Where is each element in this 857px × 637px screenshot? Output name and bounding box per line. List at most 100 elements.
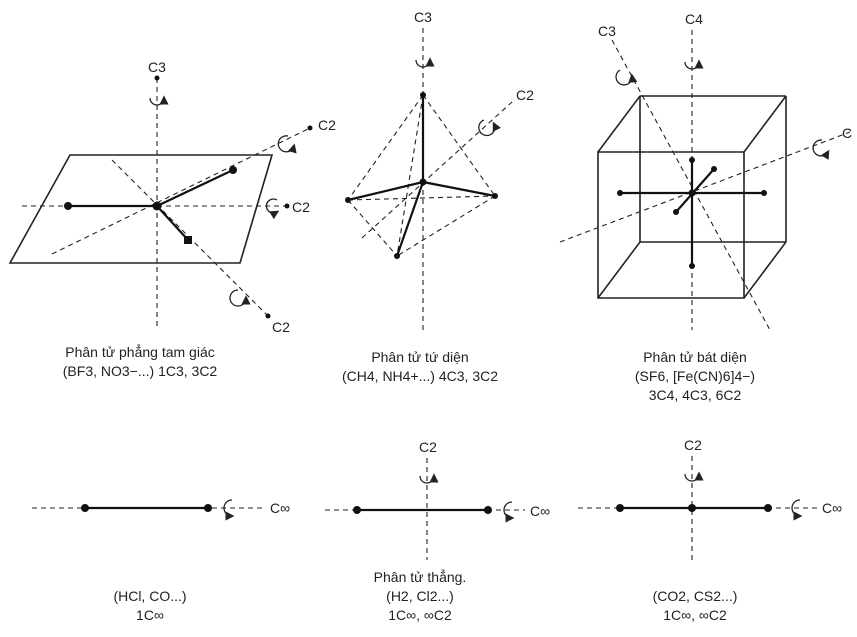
axis-label-c4: C4 (685, 11, 703, 27)
caption-linear-homo: Phân tử thẳng. (H2, Cl2...) 1C∞, ∞C2 (340, 568, 500, 625)
axis-label-c3: C3 (148, 59, 166, 75)
caption-formula: (BF3, NO3−...) 1C3, 3C2 (62, 363, 218, 379)
caption-formula: (CO2, CS2...) (652, 588, 738, 604)
central-atom (688, 504, 696, 512)
rotation-arrow-icon (478, 119, 501, 137)
atom (761, 190, 767, 196)
caption-symmetry: 1C∞, ∞C2 (663, 607, 727, 623)
tetra-edge (422, 94, 496, 197)
atom (673, 209, 679, 215)
caption-title: Phân tử thẳng. (373, 569, 467, 585)
cube-edge (597, 95, 641, 153)
trigonal-planar-molecule: C3 C2 C2 C2 (8, 59, 336, 335)
axis-end-dot (265, 313, 271, 319)
linear-hetero-molecule: C∞ (32, 499, 290, 521)
axis-label-c2: C2 (292, 199, 310, 215)
rotation-arrow-icon (265, 198, 280, 220)
axis-label-c3: C3 (414, 9, 432, 25)
rotation-arrow-icon (791, 499, 803, 521)
atom (345, 197, 351, 203)
cube-hidden-edge (597, 241, 641, 299)
atom (492, 193, 498, 199)
c2-axis (559, 131, 851, 243)
atom (81, 504, 89, 512)
atom (689, 263, 695, 269)
bond (156, 169, 234, 207)
atom (764, 504, 772, 512)
bond (156, 205, 189, 241)
axis-label-c2: C2 (318, 117, 336, 133)
rotation-arrow-icon (277, 135, 297, 154)
axis-label-c2: C2 (516, 87, 534, 103)
atom (64, 202, 72, 210)
tetrahedral-molecule: C3 C2 (345, 9, 534, 330)
axis-label-c: C (842, 125, 852, 141)
rotation-arrow-icon (812, 139, 830, 160)
rotation-arrow-icon (684, 59, 704, 70)
caption-octahedral: Phân tử bát diện (SF6, [Fe(CN)6]4−) 3C4,… (600, 348, 790, 405)
axis-label-cinf: C∞ (530, 503, 550, 519)
cube-edge (743, 241, 787, 299)
cube-front-face (597, 151, 745, 299)
atom (353, 506, 361, 514)
c2-axis (361, 101, 513, 239)
rotation-arrow-icon (229, 289, 251, 307)
tetra-edge (347, 199, 398, 257)
axis-label-c3: C3 (598, 23, 616, 39)
caption-formula: (SF6, [Fe(CN)6]4−) (634, 368, 756, 384)
octahedral-molecule: C4 C3 C (559, 11, 852, 331)
atom (711, 166, 717, 172)
caption-title: Phân tử tứ diện (371, 349, 469, 365)
caption-symmetry: 1C∞ (136, 607, 164, 623)
atom (204, 504, 212, 512)
bond (347, 180, 424, 202)
rotation-arrow-icon (615, 69, 638, 86)
axis-label-c2: C2 (272, 319, 290, 335)
caption-title: Phân tử phẳng tam giác (65, 344, 215, 360)
linear-homo-molecule: C2 C∞ (325, 439, 550, 560)
central-atom (688, 189, 696, 197)
central-atom (419, 178, 427, 186)
caption-formula: (HCl, CO...) (113, 588, 187, 604)
atom (484, 506, 492, 514)
atom (184, 236, 192, 244)
axis-label-c2: C2 (684, 437, 702, 453)
atom (616, 504, 624, 512)
caption-linear-hetero: (HCl, CO...) 1C∞ (80, 587, 220, 625)
bond (395, 181, 425, 257)
tetra-edge (347, 195, 496, 201)
atom (229, 166, 237, 174)
axis-end-dot (284, 203, 290, 209)
bond (675, 168, 715, 213)
tetra-edge (396, 195, 496, 257)
c2-axis-upper (51, 127, 311, 255)
axis-label-cinf: C∞ (822, 500, 842, 516)
atom (617, 190, 623, 196)
tetra-edge (396, 94, 424, 257)
central-atom (152, 201, 162, 211)
linear-triatomic-molecule: C2 C∞ (578, 437, 842, 560)
cube-edge (743, 95, 787, 153)
rotation-arrow-icon (223, 499, 235, 521)
rotation-arrow-icon (149, 95, 169, 106)
tetra-edge (347, 94, 424, 201)
rotation-arrow-icon (419, 473, 439, 484)
axis-label-c2: C2 (419, 439, 437, 455)
bond (422, 180, 496, 198)
caption-tetrahedral: Phân tử tứ diện (CH4, NH4+...) 4C3, 3C2 (320, 348, 520, 386)
axis-end-dot (154, 75, 160, 81)
caption-trigonal: Phân tử phẳng tam giác (BF3, NO3−...) 1C… (20, 343, 260, 381)
axis-end-dot (307, 125, 313, 131)
rotation-arrow-icon (684, 471, 704, 482)
rotation-arrow-icon (503, 501, 515, 523)
axis-label-cinf: C∞ (270, 500, 290, 516)
rotation-arrow-icon (415, 57, 435, 68)
molecular-plane (8, 154, 274, 264)
atom (394, 253, 400, 259)
caption-symmetry: 1C∞, ∞C2 (388, 607, 452, 623)
atom (689, 157, 695, 163)
atom (420, 92, 426, 98)
caption-title: Phân tử bát diện (643, 349, 747, 365)
caption-formula: (H2, Cl2...) (386, 588, 454, 604)
